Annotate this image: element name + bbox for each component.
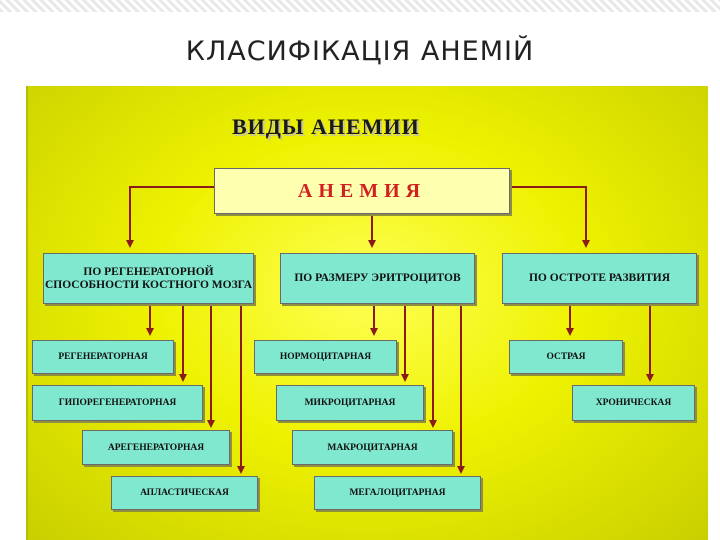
- category-regeneration: ПО РЕГЕНЕРАТОРНОЙ СПОСОБНОСТИ КОСТНОГО М…: [43, 253, 254, 304]
- leaf-microcytic: МИКРОЦИТАРНАЯ: [276, 385, 424, 421]
- leaf-regenerative: РЕГЕНЕРАТОРНАЯ: [32, 340, 174, 374]
- leaf-chronic: ХРОНИЧЕСКАЯ: [572, 385, 695, 421]
- leaf-acute: ОСТРАЯ: [509, 340, 623, 374]
- leaf-aplastic: АПЛАСТИЧЕСКАЯ: [111, 476, 258, 510]
- leaf-macrocytic: МАКРОЦИТАРНАЯ: [292, 430, 453, 465]
- leaf-megalocytic: МЕГАЛОЦИТАРНАЯ: [314, 476, 481, 510]
- slide-title: КЛАСИФІКАЦІЯ АНЕМІЙ: [185, 36, 535, 67]
- category-acuity: ПО ОСТРОТЕ РАЗВИТИЯ: [502, 253, 697, 304]
- leaf-hyporegenerative: ГИПОРЕГЕНЕРАТОРНАЯ: [32, 385, 203, 421]
- connector-root-to-acuity: [508, 186, 590, 248]
- category-erythrocyte-size: ПО РАЗМЕРУ ЭРИТРОЦИТОВ: [280, 253, 475, 304]
- root-node: АНЕМИЯ: [214, 168, 510, 214]
- decorative-stripe: [0, 0, 720, 12]
- connector-root-to-regen: [126, 186, 214, 248]
- diagram-heading: ВИДЫ АНЕМИИ: [232, 114, 420, 139]
- leaf-normocytic: НОРМОЦИТАРНАЯ: [254, 340, 397, 374]
- leaf-aregenerative: АРЕГЕНЕРАТОРНАЯ: [82, 430, 230, 465]
